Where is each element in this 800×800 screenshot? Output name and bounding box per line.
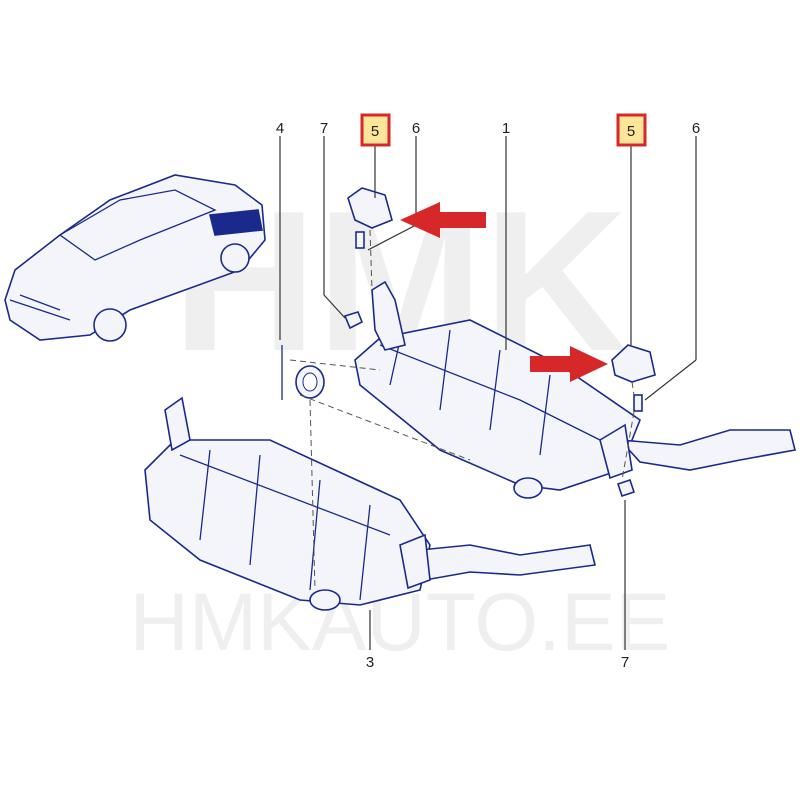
label-5-highlighted: 5 (371, 123, 379, 140)
label-6: 6 (692, 120, 700, 137)
leader-lines (279, 136, 697, 650)
part-4-clamp (281, 345, 325, 400)
highlight-box-5-left (360, 113, 391, 147)
label-7: 7 (320, 120, 328, 137)
red-arrow-right (530, 346, 608, 382)
label-6: 6 (412, 120, 420, 137)
part-7-nut-right (616, 478, 636, 498)
car-illustration (4, 174, 266, 342)
label-5-highlighted: 5 (627, 123, 635, 140)
label-3: 3 (366, 654, 374, 671)
part-1-muffler (354, 280, 796, 499)
callout-labels: 4 7 5 6 1 5 6 3 7 (276, 113, 700, 671)
red-arrow-left (400, 202, 486, 238)
part-3-rear-muffler (144, 396, 596, 611)
part-5-bracket-left (347, 187, 393, 249)
label-1: 1 (502, 120, 510, 137)
label-7: 7 (621, 654, 629, 671)
part-5-bracket-right (611, 344, 656, 412)
highlight-box-5-right (616, 113, 647, 147)
label-4: 4 (276, 120, 284, 137)
part-7-nut-left (343, 311, 364, 330)
